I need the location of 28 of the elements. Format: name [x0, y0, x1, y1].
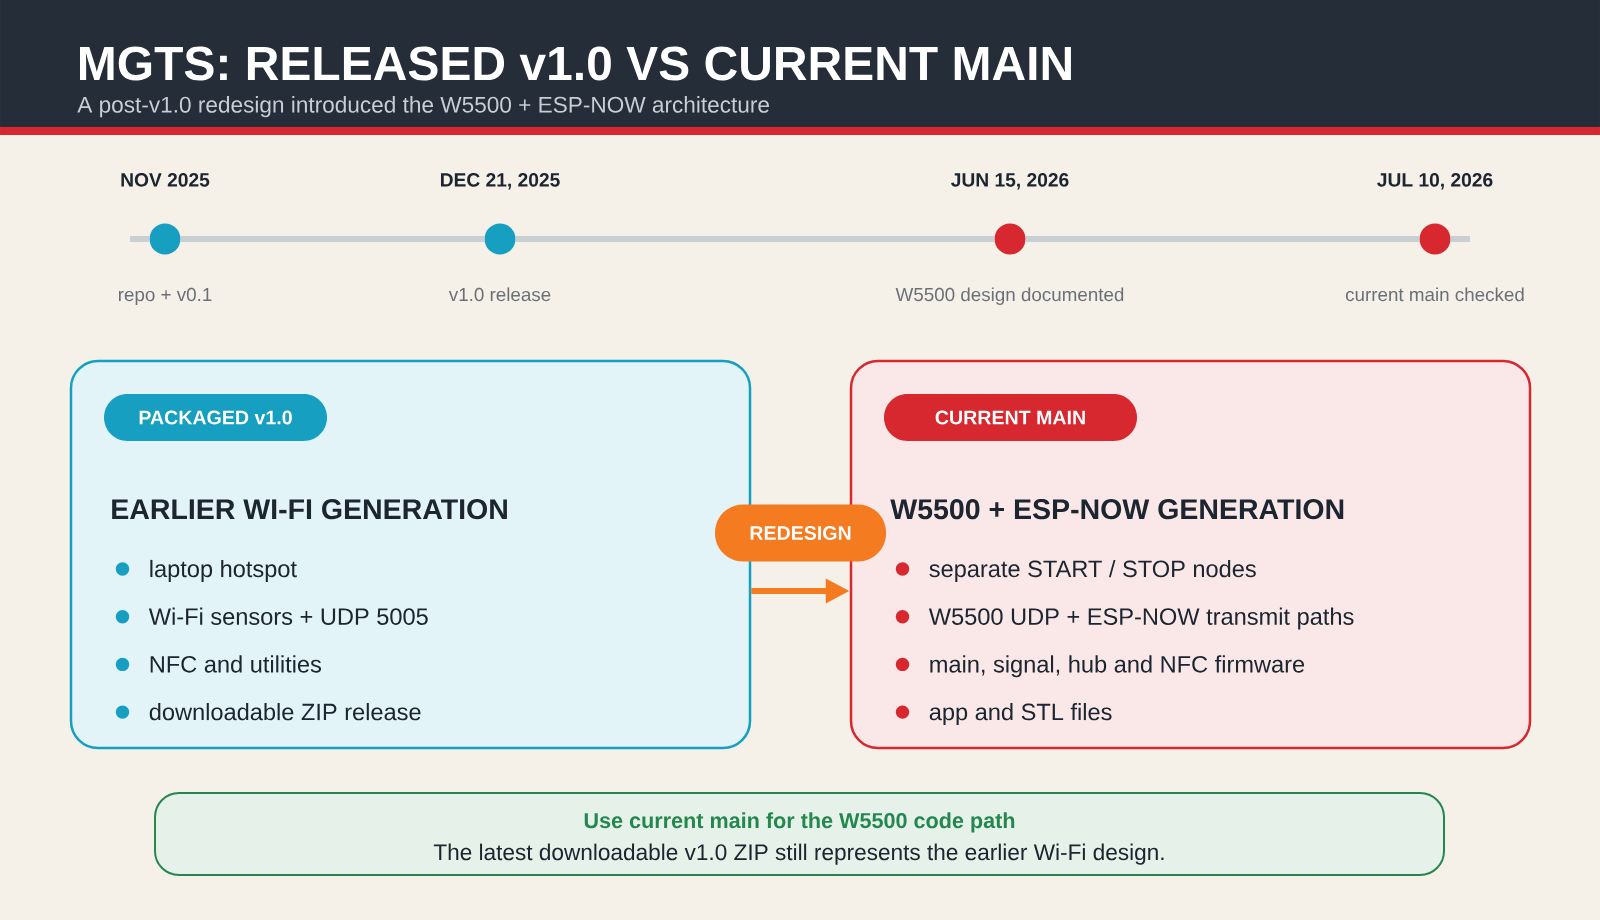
edge-label: REDESIGN: [715, 504, 886, 562]
date-label: NOV 2025: [121, 173, 210, 187]
date-label: JUN 15, 2026: [951, 173, 1069, 190]
badge: PACKAGED v1.0: [104, 394, 327, 441]
bullet-text: downloadable ZIP release: [149, 703, 421, 721]
title: MGTS: RELEASED v1.0 VS CURRENT MAIN: [80, 46, 1071, 81]
bullet-text: app and STL files: [929, 703, 1112, 725]
card-heading: EARLIER WI-FI GENERATION: [112, 499, 507, 520]
milestone-label: W5500 design documented: [895, 287, 1124, 305]
bullet-text: Wi-Fi sensors + UDP 5005: [148, 607, 428, 625]
note-heading: Use current main for the W5500 code path: [584, 812, 1015, 833]
bullet-text: separate START / STOP nodes: [929, 559, 1256, 582]
timeline-segment: [1025, 236, 1420, 242]
milestone-label: v1.0 release: [448, 287, 551, 302]
bullet-text: NFC and utilities: [150, 655, 321, 673]
subtitle: A post-v1.0 redesign introduced the W5500 + ESP-NOW architecture: [77, 96, 769, 118]
date-label: DEC 21, 2025: [441, 173, 560, 190]
timeline-segment: [515, 236, 995, 242]
milestone-label: current main checked: [1345, 287, 1524, 302]
timeline-segment: [180, 236, 485, 242]
card-heading: W5500 + ESP-NOW GENERATION: [890, 499, 1344, 520]
date-label: JUL 10, 2026: [1377, 173, 1493, 190]
bullet-text: main, signal, hub and NFC firmware: [930, 655, 1305, 678]
badge: CURRENT MAIN: [884, 394, 1137, 441]
milestone-label: repo + v0.1: [118, 287, 212, 305]
note-text: The latest downloadable v1.0 ZIP still represents the earlier Wi-Fi design.: [433, 843, 1164, 865]
bullet-text: W5500 UDP + ESP-NOW transmit paths: [928, 607, 1354, 630]
bullet-text: laptop hotspot: [150, 559, 297, 582]
